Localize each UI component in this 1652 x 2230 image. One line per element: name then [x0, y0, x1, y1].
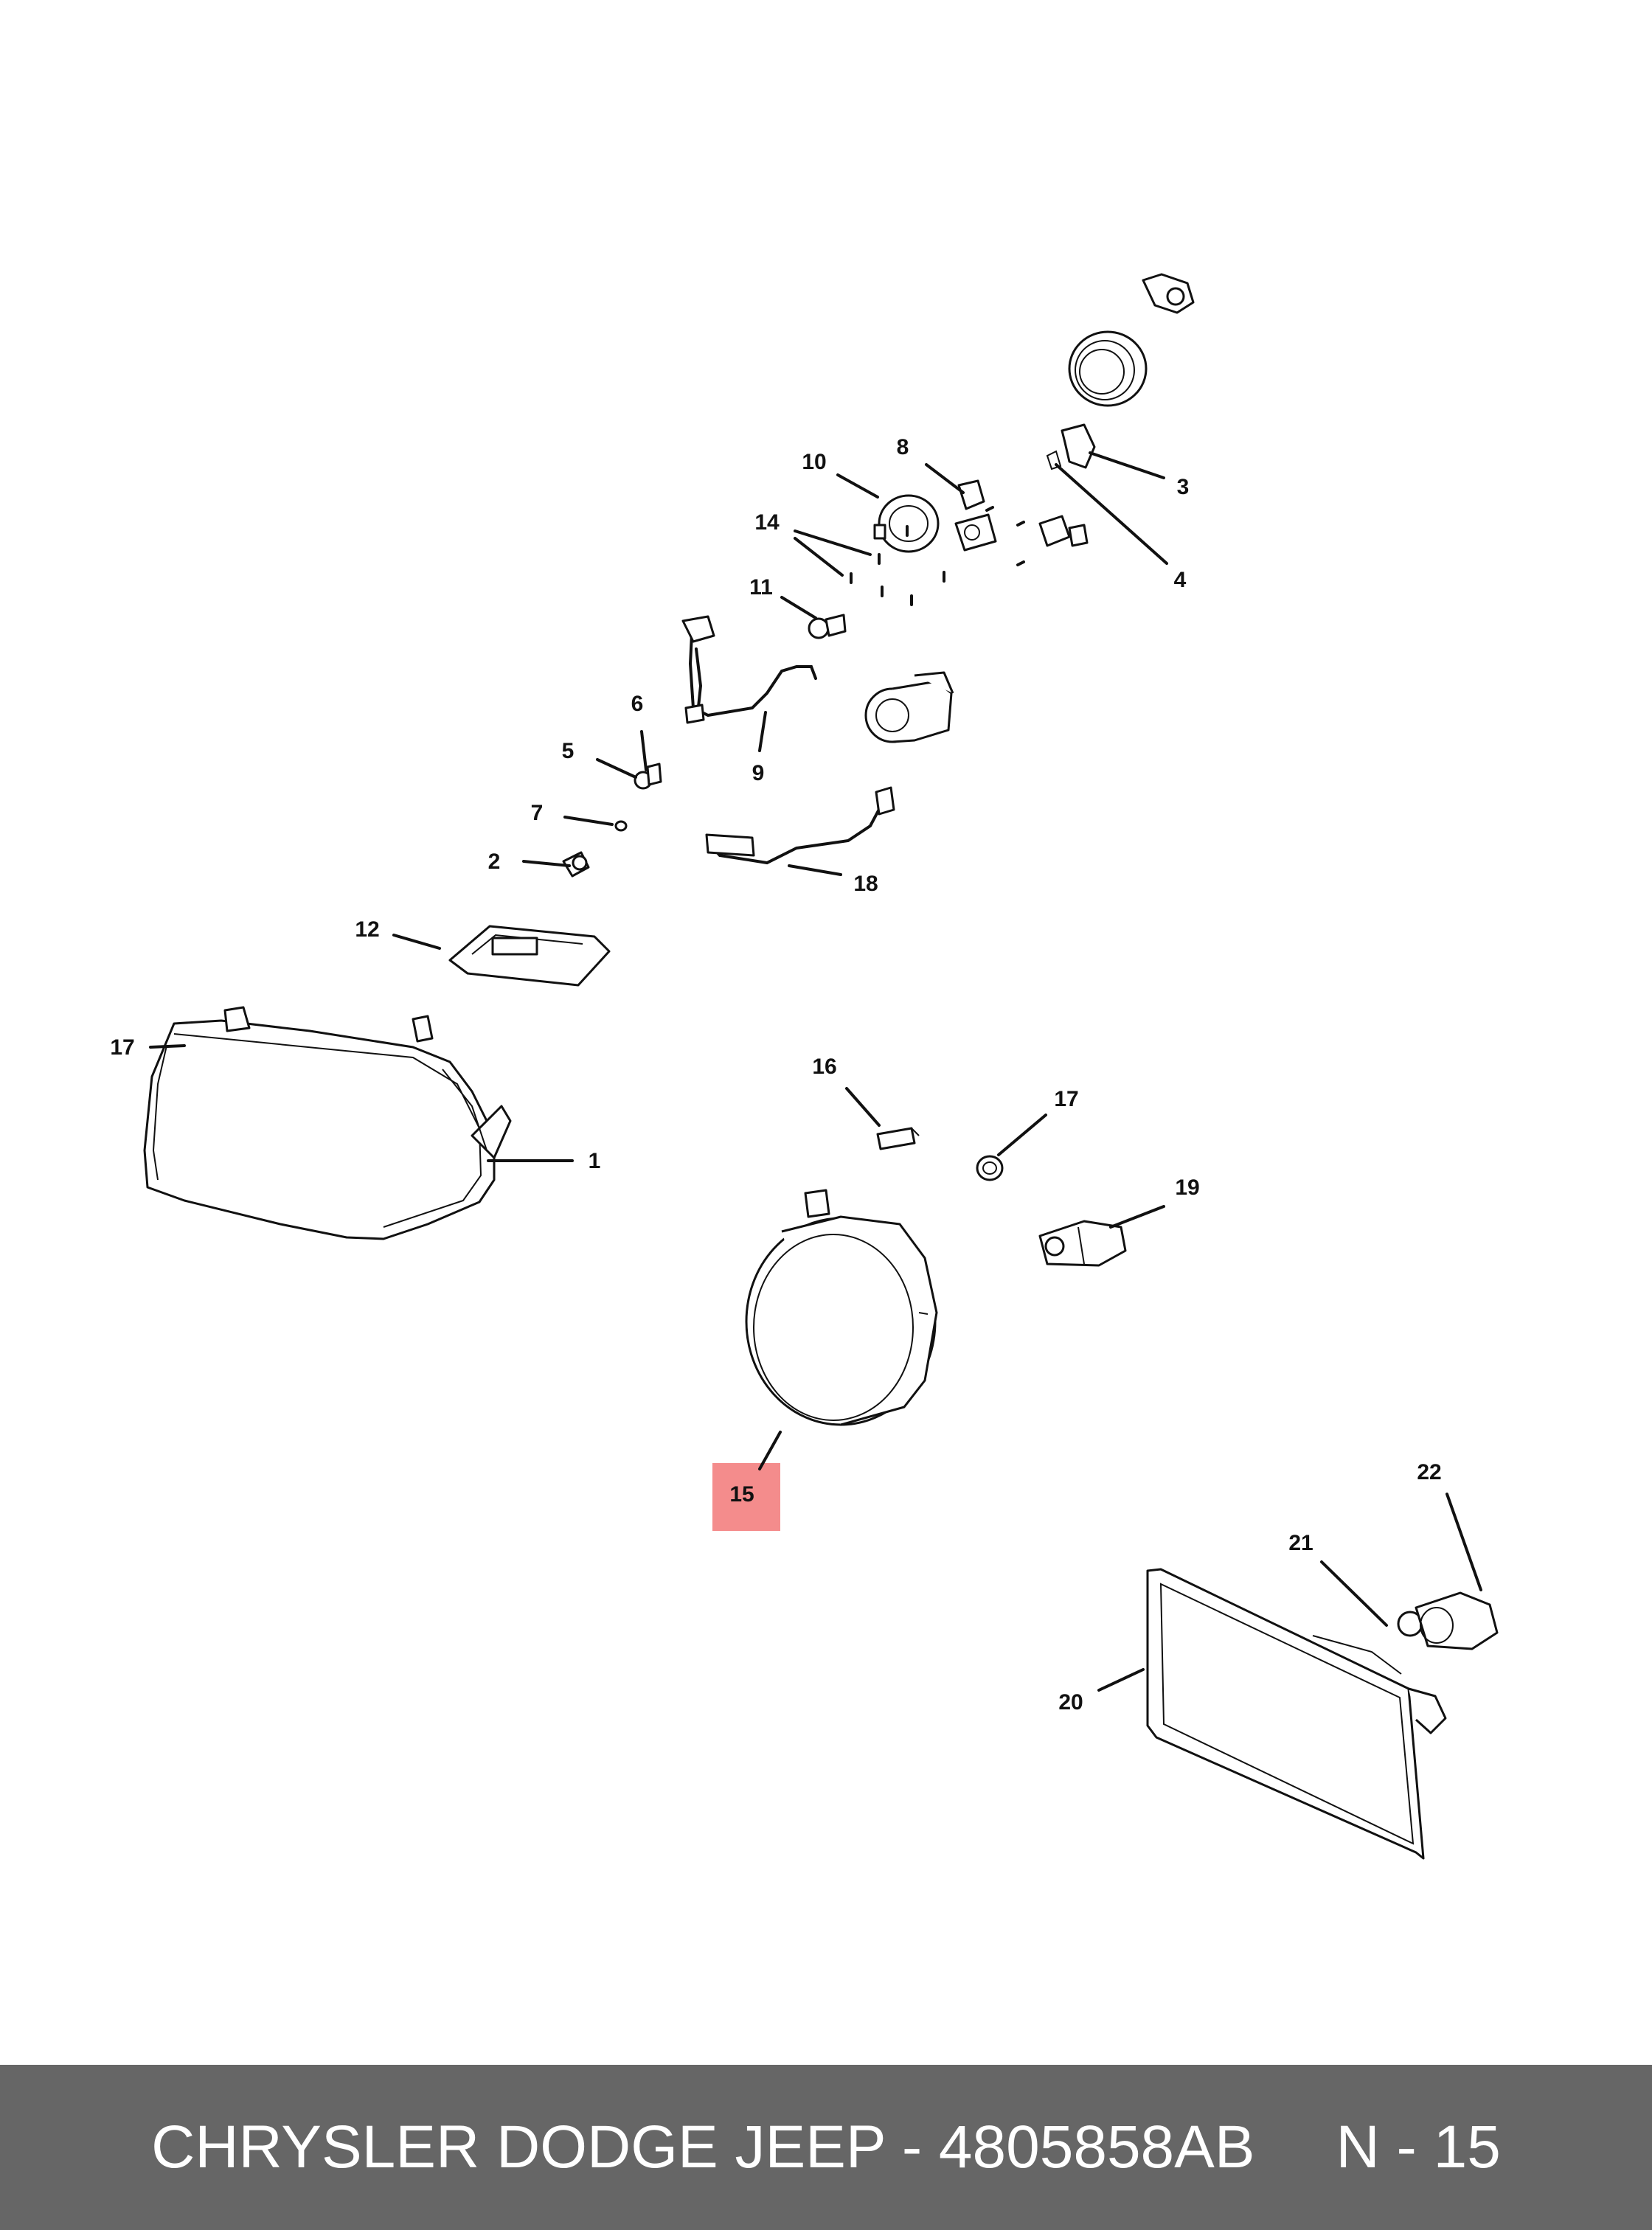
leader-12 [392, 934, 441, 950]
callout-8: 8 [897, 435, 909, 459]
part-22-socket [1415, 1591, 1499, 1650]
part-6-socket [646, 763, 662, 786]
leader-5 [596, 758, 637, 779]
part-2-bulb [562, 851, 590, 878]
callout-22: 22 [1417, 1460, 1441, 1484]
callout-18: 18 [853, 872, 878, 896]
part-retaining-ring [1068, 330, 1148, 407]
callout-10: 10 [802, 450, 826, 474]
part-19-bulb-socket [1038, 1220, 1127, 1267]
part-10-ring [873, 494, 940, 553]
footer-reference: N - 15 [1336, 2113, 1501, 2181]
callout-21: 21 [1288, 1531, 1313, 1555]
footer-text: CHRYSLER DODGE JEEP - 4805858AB N - 15 [0, 2065, 1652, 2230]
leader-20 [1097, 1668, 1145, 1692]
callout-17b: 17 [1054, 1087, 1078, 1111]
callout-16: 16 [812, 1055, 836, 1079]
leader-14a [794, 529, 872, 556]
leader-3 [1089, 451, 1165, 479]
part-16-bolt [876, 1127, 920, 1150]
highlight-box-15 [712, 1463, 780, 1531]
callout-4: 4 [1174, 568, 1187, 592]
callout-12: 12 [355, 917, 379, 942]
part-11-bulb [808, 614, 847, 639]
leader-22 [1446, 1493, 1482, 1591]
leader-8 [925, 463, 965, 494]
part-18-wire-harness [705, 786, 895, 865]
callout-6: 6 [631, 692, 644, 716]
part-17-grommet [976, 1155, 1004, 1181]
leader-17a [149, 1044, 186, 1049]
leader-11 [780, 596, 817, 619]
leader-lines [149, 451, 1482, 1692]
part-7-bulb [614, 820, 628, 832]
part-14-screws [850, 506, 1025, 606]
callout-5: 5 [562, 739, 575, 763]
callout-20: 20 [1058, 1690, 1083, 1715]
leader-10 [836, 473, 879, 499]
part-15-fog-lamp [745, 1189, 938, 1426]
callout-11: 11 [749, 575, 773, 600]
leader-15 [758, 1431, 782, 1470]
leader-16 [845, 1087, 881, 1127]
parts-diagram: 1 2 3 4 5 6 7 8 9 10 11 12 14 15 16 17 1… [110, 273, 1499, 1860]
callouts: 1 2 3 4 5 6 7 8 9 10 11 12 14 15 16 17 1… [110, 435, 1441, 1715]
leader-19 [1109, 1205, 1165, 1229]
leader-7 [563, 816, 614, 826]
part-12-ballast-module [448, 925, 611, 987]
part-1-headlamp-assembly [143, 1006, 512, 1240]
leader-9 [758, 711, 767, 752]
callout-1: 1 [589, 1149, 601, 1173]
leader-6 [640, 730, 648, 771]
part-bulb-socket-top [1142, 273, 1195, 314]
callout-14: 14 [754, 510, 780, 535]
part-projector-module [864, 671, 954, 743]
callout-7: 7 [531, 801, 544, 825]
leader-21 [1320, 1560, 1388, 1627]
callout-15: 15 [729, 1482, 754, 1507]
callout-9: 9 [752, 761, 765, 785]
callout-17a: 17 [110, 1035, 134, 1060]
footer-part-number: CHRYSLER DODGE JEEP - 4805858AB [151, 2113, 1255, 2181]
footer-bar: CHRYSLER DODGE JEEP - 4805858AB N - 15 [0, 2065, 1652, 2230]
part-3-clip [1046, 423, 1096, 470]
leader-2 [522, 860, 571, 867]
part-9-wire-harness [681, 615, 817, 724]
part-20-side-marker-lamp [1146, 1568, 1447, 1860]
callout-3: 3 [1177, 475, 1190, 499]
leader-14b [794, 537, 844, 577]
leader-4 [1055, 463, 1168, 565]
leader-17b [997, 1114, 1047, 1156]
callout-19: 19 [1175, 1175, 1199, 1200]
part-8-socket [954, 479, 1089, 552]
callout-2: 2 [488, 850, 501, 874]
leader-18 [788, 864, 842, 876]
